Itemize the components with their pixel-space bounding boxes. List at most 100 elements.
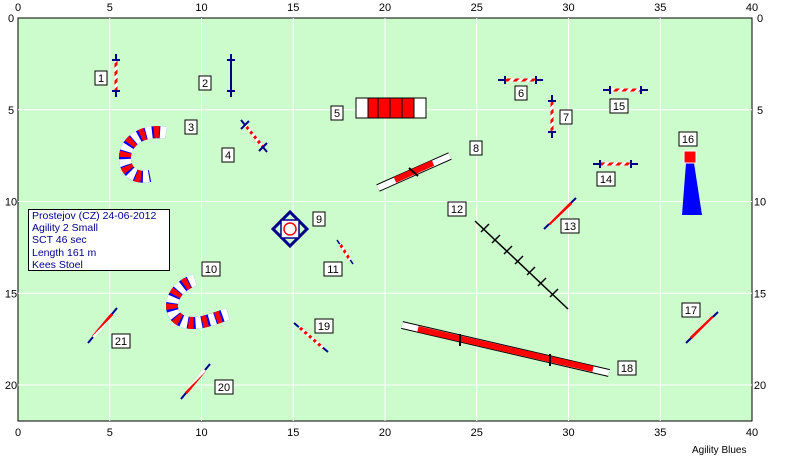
x-tick-label: 25 <box>471 427 483 439</box>
jump-14 <box>593 160 638 168</box>
jump-2 <box>227 54 235 97</box>
obstacle-label-21: 21 <box>111 333 131 349</box>
info-event: Prostejov (CZ) 24-06-2012 <box>32 210 157 222</box>
x-tick-label: 35 <box>654 427 666 439</box>
obstacle-label-6: 6 <box>514 85 528 101</box>
obstacle-number: 12 <box>451 204 463 216</box>
obstacle-number: 9 <box>316 214 322 226</box>
x-tick-label: 10 <box>195 2 207 14</box>
obstacle-number: 7 <box>563 112 569 124</box>
obstacle-number: 2 <box>202 78 208 90</box>
y-tick-label: 20 <box>5 380 17 392</box>
dogwalk-18 <box>401 321 610 377</box>
x-tick-label: 5 <box>107 2 113 14</box>
info-sct: SCT 46 sec <box>32 234 87 247</box>
jump-20 <box>180 363 211 400</box>
obstacle-number: 14 <box>600 174 612 186</box>
obstacle-label-17: 17 <box>681 302 701 318</box>
x-tick-label: 40 <box>746 2 758 14</box>
obstacle-label-18: 18 <box>617 360 637 376</box>
obstacle-label-3: 3 <box>184 119 198 135</box>
obstacle-label-15: 15 <box>609 98 629 114</box>
chute-16 <box>682 150 702 215</box>
obstacle-number: 19 <box>318 321 330 333</box>
x-tick-label: 25 <box>471 2 483 14</box>
tunnel-3 <box>118 126 168 183</box>
obstacle-number: 10 <box>205 264 217 276</box>
obstacle-number: 16 <box>682 134 694 146</box>
jump-1 <box>112 54 120 97</box>
obstacle-number: 13 <box>564 221 576 233</box>
x-tick-label: 0 <box>15 427 21 439</box>
obstacle-number: 15 <box>613 101 625 113</box>
y-tick-label: 15 <box>754 288 766 300</box>
obstacle-label-14: 14 <box>596 171 616 187</box>
x-tick-label: 15 <box>287 427 299 439</box>
obstacle-number: 11 <box>327 264 338 276</box>
obstacle-label-8: 8 <box>469 140 483 156</box>
obstacle-label-5: 5 <box>330 105 344 121</box>
weave-12 <box>474 220 569 310</box>
obstacle-label-12: 12 <box>447 201 467 217</box>
jump-6 <box>498 76 543 84</box>
x-tick-label: 0 <box>15 2 21 14</box>
credit-text: Agility Blues <box>692 445 747 456</box>
y-tick-label: 0 <box>8 13 14 25</box>
jump-15 <box>603 86 648 94</box>
jump-4 <box>240 119 268 153</box>
obstacle-number: 17 <box>685 305 697 317</box>
obstacle-label-1: 1 <box>94 70 108 86</box>
obstacle-number: 8 <box>473 143 479 155</box>
obstacle-number: 4 <box>225 150 231 162</box>
obstacle-number: 3 <box>188 122 194 134</box>
obstacle-label-20: 20 <box>214 379 234 395</box>
y-tick-label: 0 <box>757 13 763 25</box>
course-info-box: Prostejov (CZ) 24-06-2012 Agility 2 Smal… <box>28 209 170 271</box>
obstacle-number: 20 <box>218 382 230 394</box>
obstacle-number: 21 <box>115 336 127 348</box>
y-tick-label: 10 <box>754 197 766 209</box>
jump-11 <box>336 239 354 265</box>
y-tick-label: 5 <box>8 105 14 117</box>
obstacle-number: 1 <box>98 73 104 85</box>
y-tick-label: 5 <box>757 105 763 117</box>
y-tick-label: 20 <box>754 380 766 392</box>
tunnel-10 <box>166 274 230 329</box>
x-tick-label: 30 <box>562 2 574 14</box>
obstacle-label-19: 19 <box>314 318 334 334</box>
obstacle-number: 6 <box>518 88 524 100</box>
obstacle-label-4: 4 <box>221 147 235 163</box>
obstacle-label-10: 10 <box>201 261 221 277</box>
jump-17 <box>685 311 719 344</box>
x-tick-label: 5 <box>107 427 113 439</box>
jump-21 <box>87 307 118 344</box>
x-tick-label: 40 <box>746 427 758 439</box>
x-tick-label: 35 <box>654 2 666 14</box>
jump-7 <box>548 95 556 138</box>
info-judge: Kees Stoel <box>32 258 83 271</box>
jump-19 <box>293 322 329 353</box>
x-tick-label: 20 <box>379 2 391 14</box>
y-tick-label: 15 <box>5 288 17 300</box>
table-9 <box>270 209 310 249</box>
x-tick-label: 15 <box>287 2 299 14</box>
obstacle-label-2: 2 <box>198 75 212 91</box>
obstacle-label-16: 16 <box>678 131 698 147</box>
y-tick-label: 10 <box>5 197 17 209</box>
info-class: Agility 2 Small <box>32 222 98 235</box>
jump-13 <box>543 197 577 230</box>
x-tick-label: 20 <box>379 427 391 439</box>
x-tick-label: 10 <box>195 427 207 439</box>
seesaw-8 <box>376 152 452 192</box>
obstacle-label-9: 9 <box>312 211 326 227</box>
obstacle-label-11: 11 <box>323 261 343 277</box>
obstacle-number: 5 <box>334 108 340 120</box>
obstacle-number: 18 <box>621 363 633 375</box>
obstacle-label-13: 13 <box>560 218 580 234</box>
tunnel-5 <box>355 97 427 119</box>
info-length: Length 161 m <box>32 246 97 259</box>
